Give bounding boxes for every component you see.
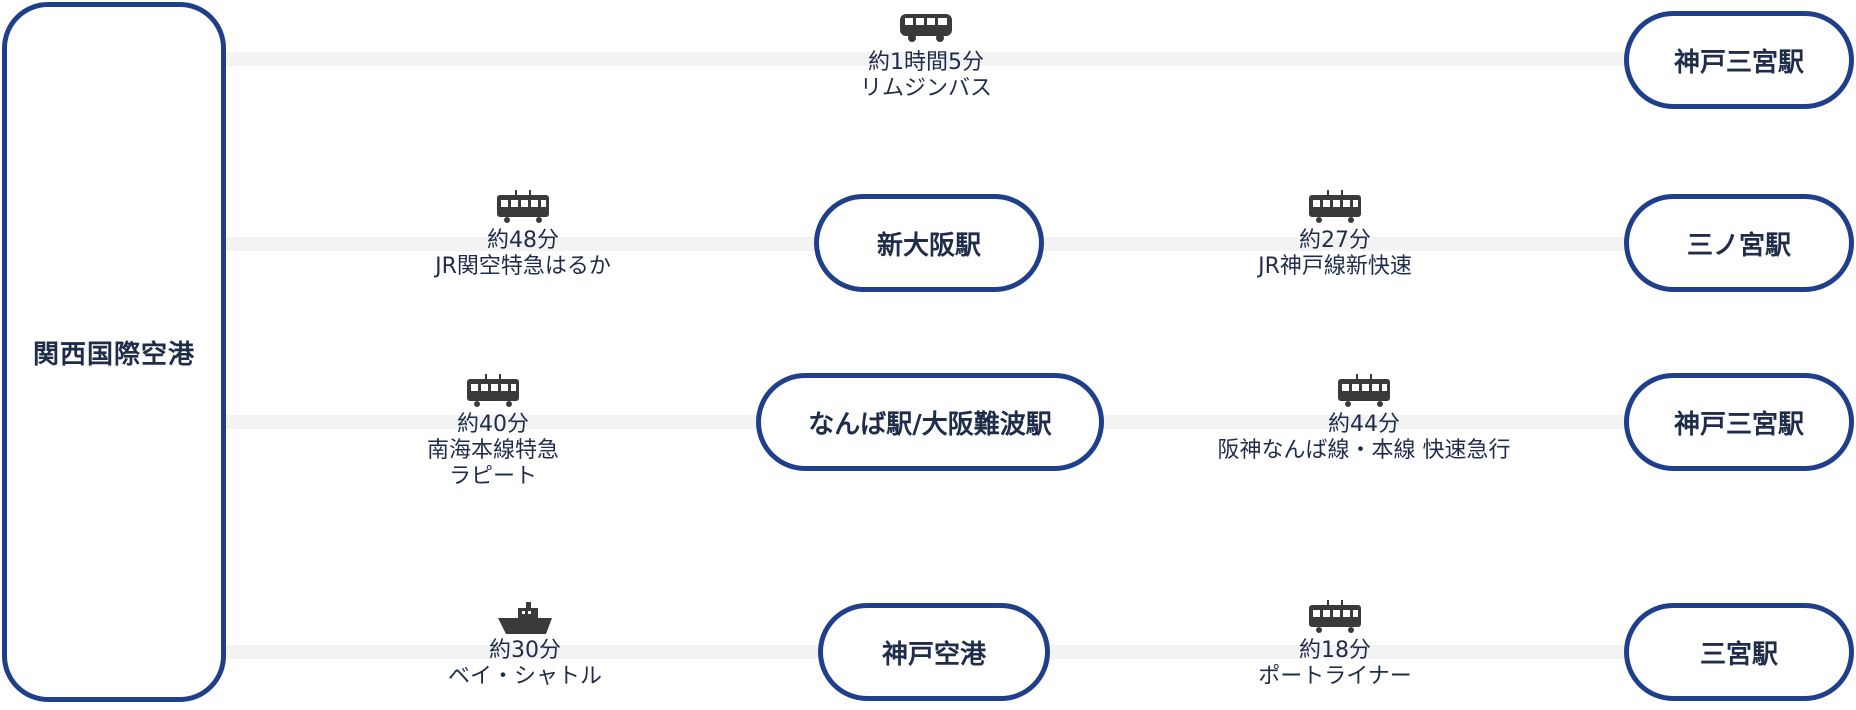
service-name: 南海本線特急 [426,438,559,463]
origin-label: 関西国際空港 [32,339,195,370]
route-row-1-segment-1: 約1時間5分 リムジンバス [756,12,1096,102]
ship-icon [355,600,695,634]
destination-station-row-4: 三宮駅 [1624,603,1854,701]
travel-time: 約48分 [487,228,559,253]
route-row-2-segment-1: 約48分 JR関空特急はるか [353,190,693,280]
destination-station-row-3: 神戸三宮駅 [1624,373,1854,471]
service-name: JR関空特急はるか [435,254,611,279]
bus-icon [756,12,1096,46]
service-name-line-2: ラピート [448,464,537,489]
station-label: 三ノ宮駅 [1686,230,1791,261]
route-row-3-segment-1: 約40分 南海本線特急 ラピート [323,374,663,490]
station-label: なんば駅/大阪難波駅 [808,409,1052,440]
travel-time: 約30分 [489,638,561,663]
origin-kansai-airport: 関西国際空港 [2,2,226,702]
travel-time: 約44分 [1328,412,1400,437]
route-row-3-segment-2: 約44分 阪神なんば線・本線 快速急行 [1194,374,1534,464]
train-icon [323,374,663,408]
destination-station-row-1: 神戸三宮駅 [1624,11,1854,109]
travel-time: 約40分 [457,412,529,437]
destination-station-row-2: 三ノ宮駅 [1624,194,1854,292]
train-icon [1165,600,1505,634]
train-icon [1165,190,1505,224]
station-label: 神戸空港 [881,639,986,670]
service-name: ポートライナー [1258,664,1412,689]
via-station-row-4: 神戸空港 [818,603,1050,701]
station-label: 神戸三宮駅 [1673,47,1804,78]
route-row-4-segment-1: 約30分 ベイ・シャトル [355,600,695,690]
route-line-row-1 [226,52,1626,66]
via-station-row-3: なんば駅/大阪難波駅 [756,373,1104,471]
travel-time: 約18分 [1299,638,1371,663]
travel-time: 約27分 [1299,228,1371,253]
travel-time: 約1時間5分 [868,50,984,75]
route-row-4-segment-2: 約18分 ポートライナー [1165,600,1505,690]
service-name: JR神戸線新快速 [1258,254,1412,279]
train-icon [353,190,693,224]
service-name: ベイ・シャトル [447,664,602,689]
route-row-2-segment-2: 約27分 JR神戸線新快速 [1165,190,1505,280]
service-name: 阪神なんば線・本線 快速急行 [1217,438,1511,463]
station-label: 新大阪駅 [876,230,981,261]
station-label: 三宮駅 [1699,639,1778,670]
station-label: 神戸三宮駅 [1673,409,1804,440]
via-station-row-2: 新大阪駅 [814,194,1044,292]
train-icon [1194,374,1534,408]
service-name: リムジンバス [859,76,992,101]
